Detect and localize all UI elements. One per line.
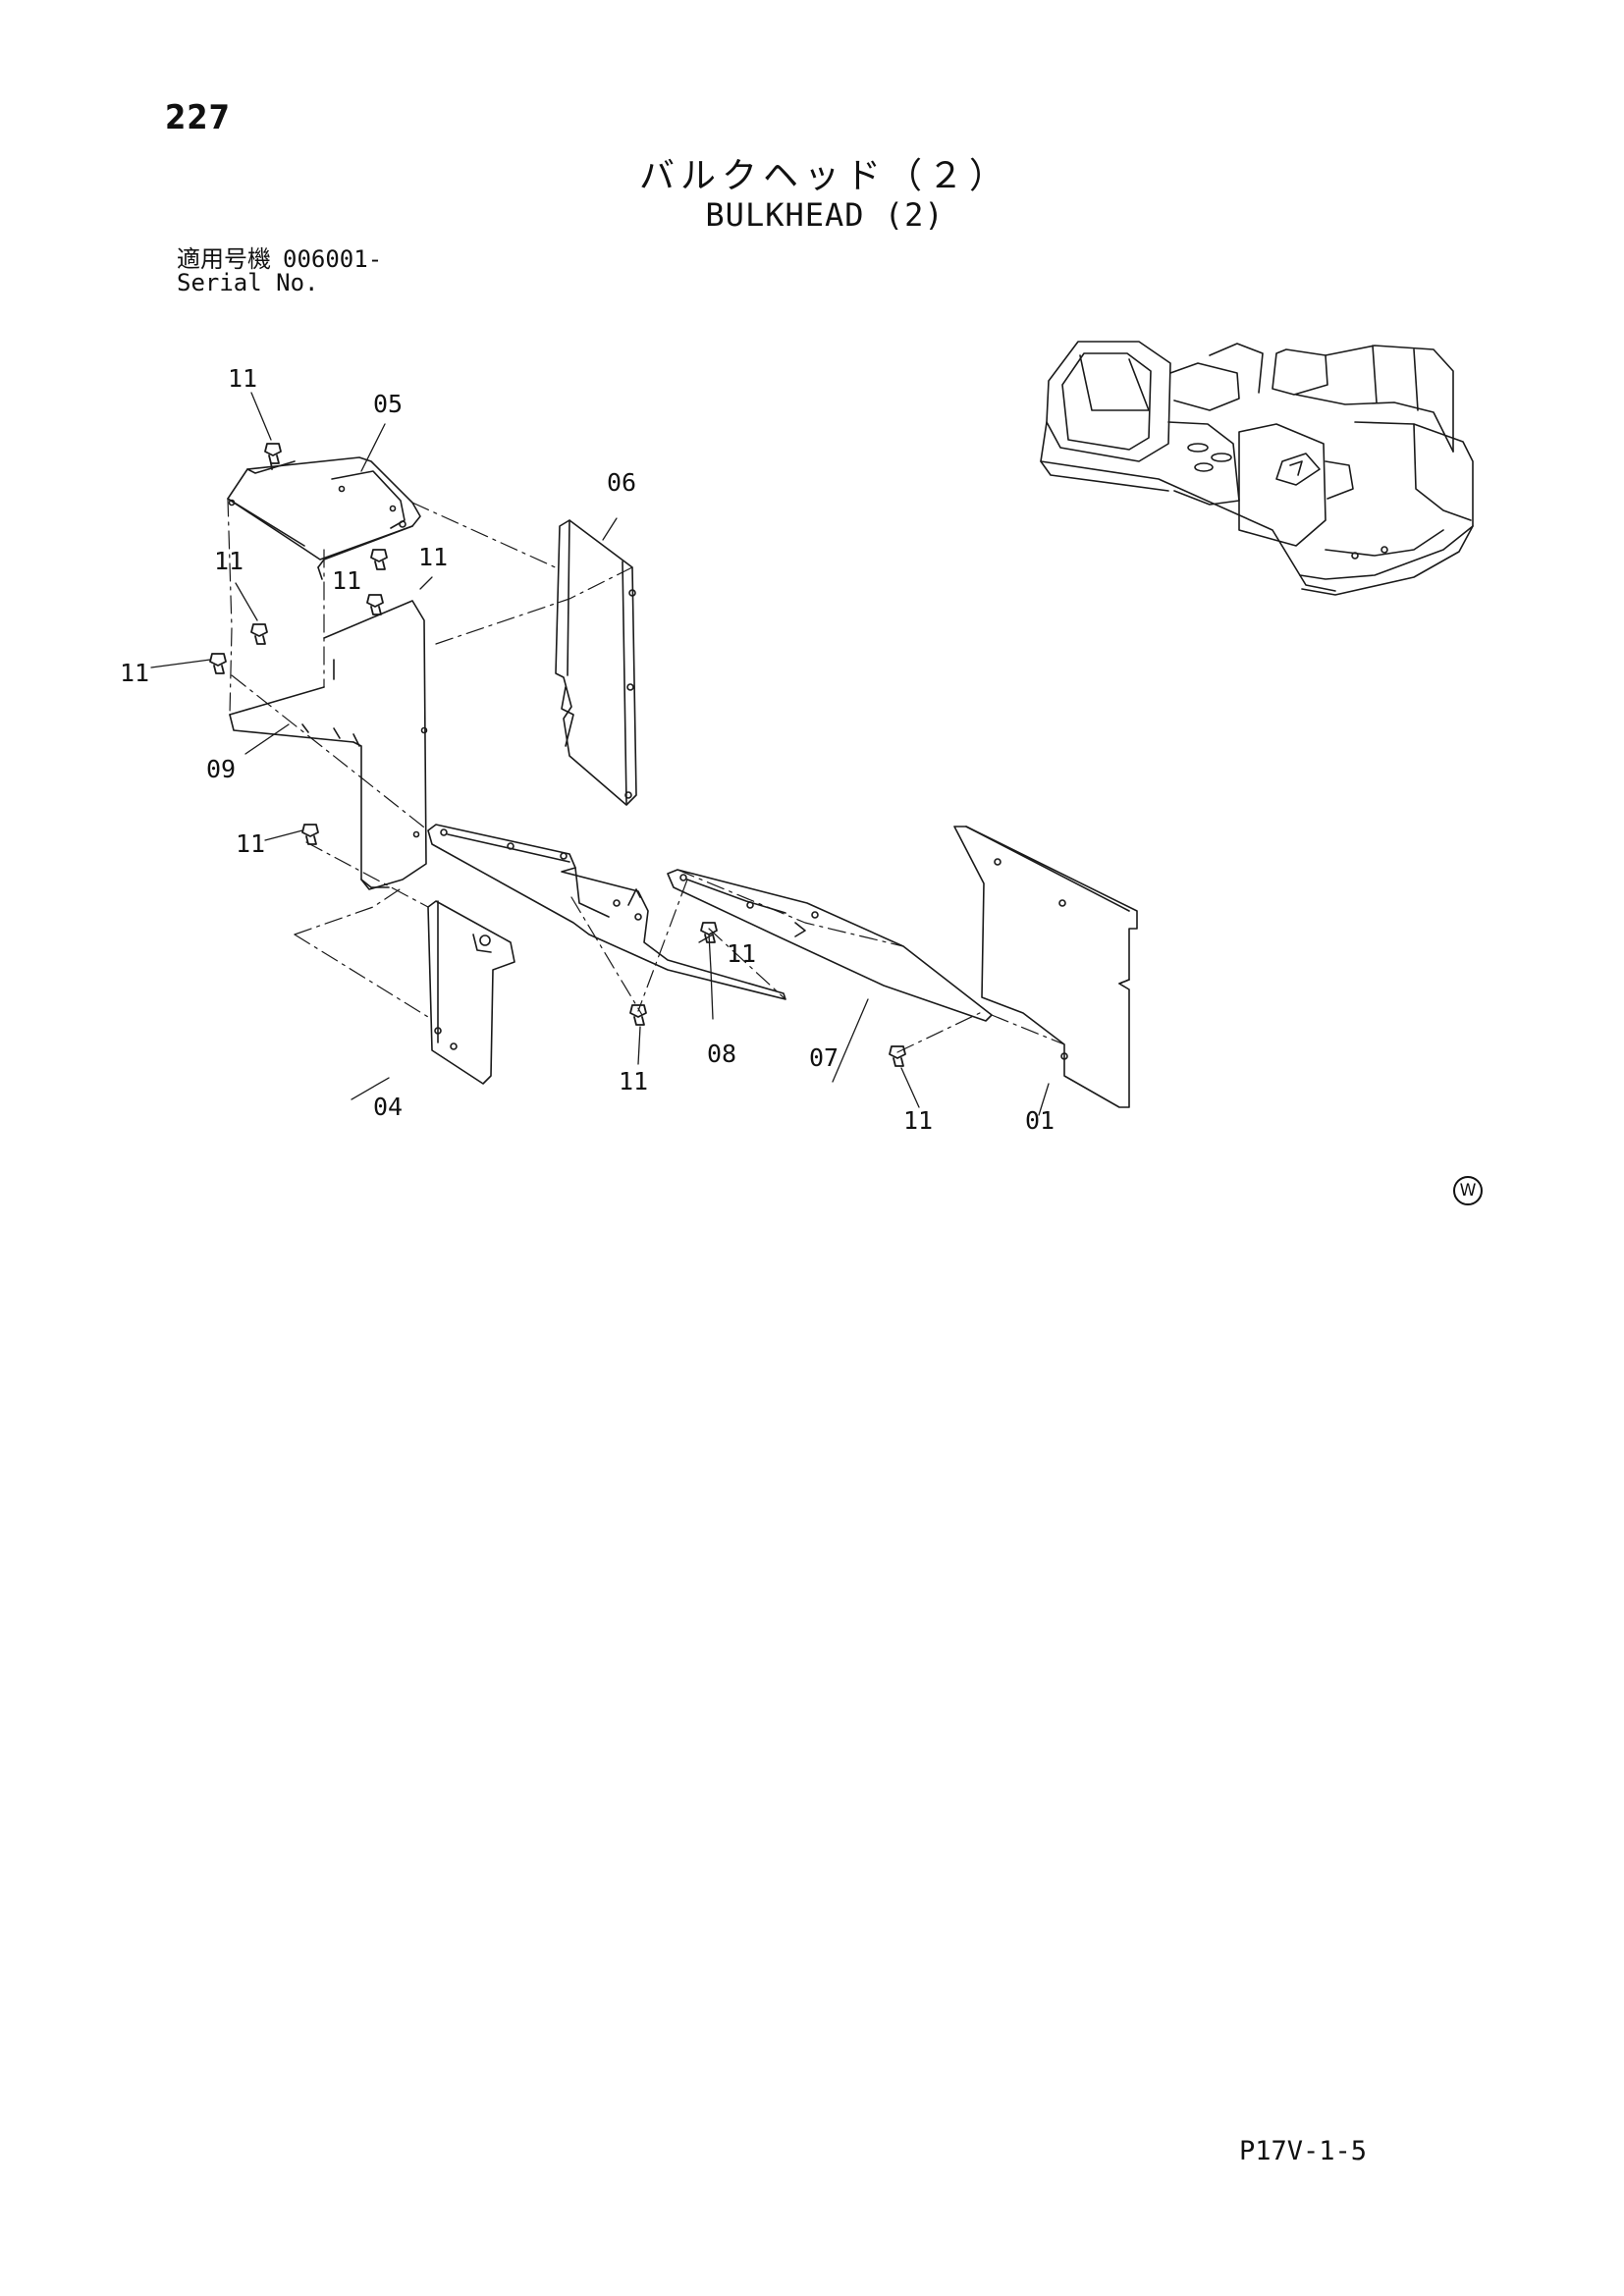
serial-block: 適用号機 006001- Serial No. [177,247,382,294]
callout-07: 07 [809,1043,839,1072]
callout-05: 05 [373,390,403,418]
part-09-panel [229,600,428,890]
serial-number-value: 006001- [283,245,383,273]
title-english: BULKHEAD (2) [705,196,945,234]
part-08-rail [427,824,786,1000]
part-07-plate [667,869,993,1022]
excavator-locator-drawing [1040,341,1474,596]
callout-11: 11 [903,1106,933,1135]
part-06-panel [555,519,637,806]
callout-labels: 11 05 06 11 11 11 11 09 11 11 08 11 07 0… [120,364,1055,1135]
page-number: 227 [165,98,231,137]
callout-06: 06 [607,468,636,497]
callout-09: 09 [206,755,236,783]
serial-label-english: Serial No. [177,269,319,296]
callout-11: 11 [332,566,361,595]
callout-11: 11 [619,1067,648,1095]
bolts-part-11 [209,443,906,1067]
part-05-bracket [227,456,421,580]
serial-label-japanese: 適用号機 [177,245,271,273]
callout-11: 11 [418,543,448,571]
callout-11: 11 [228,364,257,393]
assembly-lines [227,498,1065,1053]
callout-11: 11 [214,547,244,575]
title-japanese: バルクヘッド（２） [638,156,1010,196]
callout-01: 01 [1025,1106,1055,1135]
callout-04: 04 [373,1093,403,1121]
callout-08: 08 [707,1040,736,1068]
document-code: P17V-1-5 [1239,2136,1368,2166]
w-circle-mark: W [1453,1176,1483,1205]
callout-11: 11 [236,829,265,858]
callout-11: 11 [727,939,756,968]
leader-lines [150,392,1050,1116]
part-01-panel [953,826,1138,1108]
part-04-bracket [427,900,515,1085]
callout-11: 11 [120,659,149,687]
